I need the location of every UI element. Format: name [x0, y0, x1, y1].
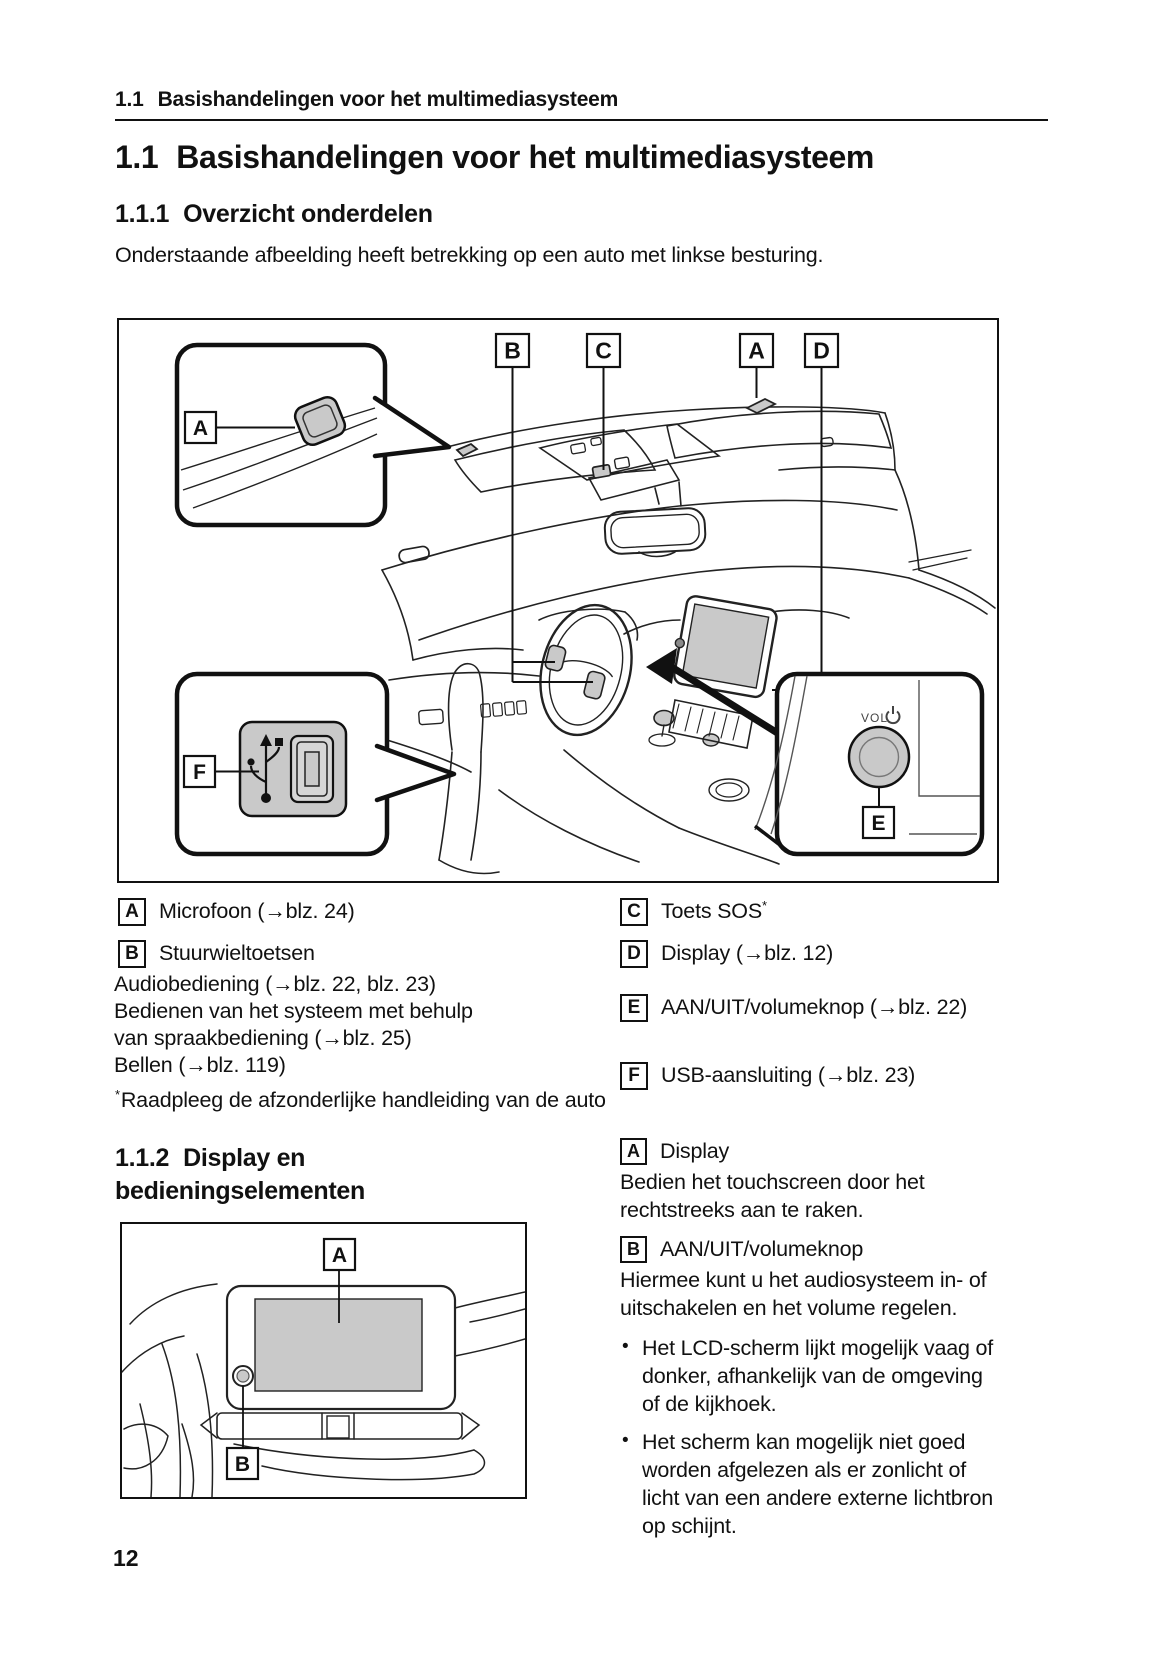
display-unit — [673, 595, 778, 699]
interior-overview-drawing: B C A D — [174, 332, 996, 875]
subsection-1-1-1-text: Overzicht onderdelen — [183, 200, 433, 228]
legend-item-d: D Display (→blz. 12) — [620, 940, 833, 968]
legend-b-line-2: Bedienen van het systeem met behulp — [114, 999, 473, 1023]
note-lcd-line-3: of de kijkhoek. — [642, 1392, 777, 1416]
legend-b-line-4: Bellen (→blz. 119) — [114, 1053, 286, 1077]
subsection-1-1-2-number: 1.1.2 — [115, 1144, 170, 1172]
callout-e: E — [871, 812, 885, 835]
figure1-top-callouts: B C A D — [494, 332, 840, 369]
header-rule — [115, 119, 1048, 121]
legend-key-a: A — [118, 898, 146, 926]
note-sun-line-4: op schijnt. — [642, 1514, 737, 1538]
fig2-callout-a: A — [332, 1244, 347, 1267]
intro-paragraph: Onderstaande afbeelding heeft betrekking… — [115, 243, 824, 267]
subsection-1-1-2-title: 1.1.2 Display en bedieningselementen — [115, 1142, 535, 1208]
callout-d: D — [813, 338, 830, 364]
note-sunlight: • Het scherm kan mogelijk niet goed word… — [622, 1428, 993, 1540]
figure-interior-overview: B C A D — [117, 318, 999, 883]
inset-volume-knob: VOL E — [753, 671, 985, 857]
legend-text-a: Microfoon (→blz. 24) — [159, 899, 355, 923]
control-title-display: Display — [660, 1139, 730, 1163]
subsection-1-1-2-line1: Display en — [183, 1144, 306, 1172]
note-sun-line-1: Het scherm kan mogelijk niet goed — [642, 1430, 966, 1454]
microphone-sensor-left — [455, 442, 479, 458]
footnote-text: Raadpleeg de afzonderlijke handleiding v… — [120, 1088, 606, 1112]
microphone-sensor-right — [744, 397, 778, 415]
legend-item-c: C Toets SOS* — [620, 898, 767, 926]
figure-display-controls: A B — [120, 1222, 527, 1499]
legend-item-f: F USB-aansluiting (→blz. 23) — [620, 1062, 915, 1090]
control-b-line-1: Hiermee kunt u het audiosysteem in- of — [620, 1268, 987, 1292]
legend-key-d: D — [620, 940, 648, 968]
subsection-1-1-1-number: 1.1.1 — [115, 200, 170, 228]
running-header-number: 1.1 — [115, 88, 144, 111]
legend-key-c: C — [620, 898, 648, 926]
callout-a-inset: A — [193, 417, 208, 440]
running-header-title: Basishandelingen voor het multimediasyst… — [157, 88, 619, 111]
legend-key-f: F — [620, 1062, 648, 1090]
subsection-1-1-1-title: 1.1.1 Overzicht onderdelen — [115, 200, 433, 229]
legend-item-a: A Microfoon (→blz. 24) — [118, 898, 355, 926]
legend-b-line-1: Audiobediening (→blz. 22, blz. 23) — [114, 972, 436, 996]
display-controls-drawing: A B — [122, 1237, 525, 1497]
bullet-icon: • — [622, 1336, 629, 1357]
inset-usb: F — [174, 671, 457, 857]
control-a-line-1: Bedien het touchscreen door het — [620, 1170, 925, 1194]
vol-label: VOL — [861, 711, 888, 725]
footnote: *Raadpleeg de afzonderlijke handleiding … — [115, 1088, 606, 1113]
volume-knob — [847, 725, 911, 789]
subsection-1-1-2-line2: bedieningselementen — [115, 1177, 365, 1205]
control-a-line-2: rechtstreeks aan te raken. — [620, 1198, 864, 1222]
page-number: 12 — [113, 1545, 139, 1571]
legend-key-b: B — [118, 940, 146, 968]
control-title-volume: AAN/UIT/volumeknop — [660, 1237, 864, 1261]
control-key-a: A — [620, 1138, 647, 1165]
inset-microphone: A — [174, 342, 452, 528]
control-row-display: A Display — [620, 1138, 729, 1165]
legend-text-b: Stuurwieltoetsen — [159, 941, 315, 965]
display-screen — [681, 603, 770, 689]
microphone-inset-sensor — [293, 395, 347, 447]
power-icon — [885, 706, 901, 725]
volume-knob-small — [674, 637, 686, 649]
callout-c: C — [595, 338, 612, 364]
legend-key-e: E — [620, 994, 648, 1022]
fig2-callout-b: B — [235, 1453, 250, 1476]
control-b-line-2: uitschakelen en het volume regelen. — [620, 1296, 958, 1320]
callout-b: B — [504, 338, 521, 364]
callout-a-top: A — [748, 338, 765, 364]
sos-asterisk: * — [761, 897, 767, 913]
note-sun-line-2: worden afgelezen als er zonlicht of — [642, 1458, 967, 1482]
arrow-to-volume-knob-inset — [646, 648, 781, 737]
legend-text-c: Toets SOS* — [661, 897, 767, 923]
usb-icon — [249, 744, 281, 796]
note-lcd-line-1: Het LCD-scherm lijkt mogelijk vaag of — [642, 1336, 994, 1360]
legend-text-d: Display (→blz. 12) — [661, 941, 834, 965]
page-title-text: Basishandelingen voor het multimediasyst… — [176, 139, 874, 175]
footnote-marker: * — [115, 1086, 120, 1102]
page-title: 1.1 Basishandelingen voor het multimedias… — [115, 139, 1048, 176]
bullet-icon: • — [622, 1430, 629, 1451]
legend-text-e: AAN/UIT/volumeknop (→blz. 22) — [661, 995, 968, 1019]
control-key-b: B — [620, 1236, 647, 1263]
legend-item-e: E AAN/UIT/volumeknop (→blz. 22) — [620, 994, 967, 1022]
page-title-number: 1.1 — [115, 139, 159, 175]
legend-item-b: B Stuurwieltoetsen — [118, 940, 315, 968]
note-lcd: • Het LCD-scherm lijkt mogelijk vaag of … — [622, 1334, 993, 1418]
legend-text-f: USB-aansluiting (→blz. 23) — [661, 1063, 916, 1087]
note-sun-line-3: licht van een andere externe lichtbron — [642, 1486, 993, 1510]
running-header: 1.1 Basishandelingen voor het multimedias… — [115, 88, 1048, 112]
callout-f: F — [193, 761, 206, 784]
legend-b-line-3: van spraakbediening (→blz. 25) — [114, 1026, 412, 1050]
note-lcd-line-2: donker, afhankelijk van de omgeving — [642, 1364, 983, 1388]
sos-button — [591, 463, 612, 479]
control-row-volume: B AAN/UIT/volumeknop — [620, 1236, 863, 1263]
